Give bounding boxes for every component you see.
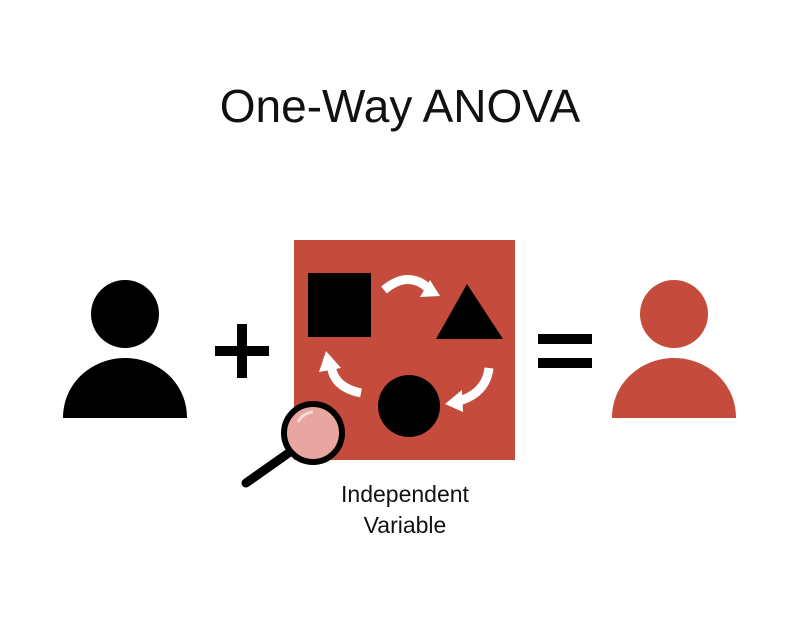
arrow-right-icon <box>445 367 494 412</box>
circle-shape-icon <box>378 375 440 437</box>
right-person-head <box>640 280 708 348</box>
equals-icon <box>538 334 592 368</box>
triangle-shape-icon <box>436 284 503 339</box>
independent-variable-label: Independent Variable <box>300 479 510 541</box>
left-person-body <box>63 358 187 418</box>
arrow-left-icon <box>319 351 363 398</box>
magnifying-glass-icon <box>241 401 345 488</box>
cycle-arrows <box>319 275 494 412</box>
left-person-head <box>91 280 159 348</box>
square-shape-icon <box>308 273 371 337</box>
caption-line-1: Independent <box>341 481 469 507</box>
right-person-icon <box>612 280 736 418</box>
left-person-icon <box>63 280 187 418</box>
right-person-body <box>612 358 736 418</box>
arrow-top-icon <box>381 275 440 297</box>
plus-icon <box>215 324 269 378</box>
caption-line-2: Variable <box>363 512 447 538</box>
page-title: One-Way ANOVA <box>219 80 581 132</box>
